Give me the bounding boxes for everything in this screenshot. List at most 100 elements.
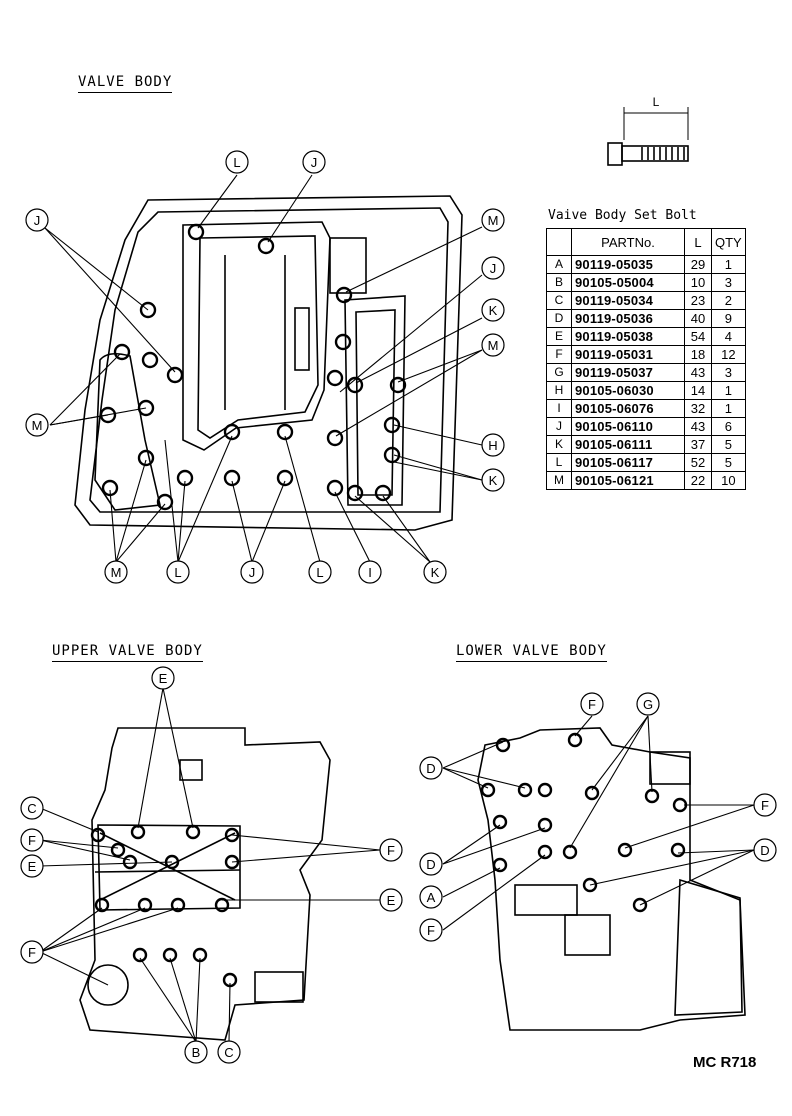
callout-E: E (20, 854, 44, 878)
svg-text:J: J (490, 261, 497, 276)
row-qty: 6 (711, 417, 746, 436)
row-letter: D (546, 309, 572, 328)
row-l: 43 (684, 417, 712, 436)
lower-valve-body-title: LOWER VALVE BODY (456, 643, 607, 662)
callout-D: D (419, 756, 443, 780)
svg-text:D: D (760, 843, 769, 858)
callout-K: K (481, 468, 505, 492)
row-part: 90105-06030 (571, 381, 685, 400)
row-l: 40 (684, 309, 712, 328)
row-qty: 1 (711, 255, 746, 274)
svg-text:L: L (316, 565, 323, 580)
table-header-part: PARTNo. (571, 228, 685, 256)
row-qty: 5 (711, 435, 746, 454)
svg-text:D: D (426, 857, 435, 872)
row-letter: C (546, 291, 572, 310)
callout-G: G (636, 692, 660, 716)
table-header-letter (546, 228, 572, 256)
callout-F: F (20, 940, 44, 964)
callout-F: F (379, 838, 403, 862)
callout-F: F (419, 918, 443, 942)
svg-text:D: D (426, 761, 435, 776)
callout-H: H (481, 433, 505, 457)
row-qty: 1 (711, 399, 746, 418)
svg-text:K: K (489, 303, 498, 318)
row-letter: H (546, 381, 572, 400)
row-part: 90105-06121 (571, 471, 685, 490)
row-l: 29 (684, 255, 712, 274)
row-l: 18 (684, 345, 712, 364)
callout-J: J (302, 150, 326, 174)
callout-C: C (20, 796, 44, 820)
row-qty: 1 (711, 381, 746, 400)
svg-text:H: H (488, 438, 497, 453)
row-letter: I (546, 399, 572, 418)
row-letter: M (546, 471, 572, 490)
svg-text:G: G (643, 697, 653, 712)
callout-L: L (225, 150, 249, 174)
callout-M: M (104, 560, 128, 584)
row-letter: J (546, 417, 572, 436)
callout-K: K (423, 560, 447, 584)
bolt-length-label: L (653, 95, 660, 109)
row-letter: E (546, 327, 572, 346)
svg-text:K: K (489, 473, 498, 488)
svg-text:J: J (311, 155, 318, 170)
row-part: 90105-05004 (571, 273, 685, 292)
svg-text:I: I (368, 565, 372, 580)
row-part: 90119-05036 (571, 309, 685, 328)
svg-text:J: J (249, 565, 256, 580)
callout-F: F (753, 793, 777, 817)
callout-L: L (166, 560, 190, 584)
callout-labels: L J J M J K M M H K M L J L I K E C F E … (20, 150, 777, 1064)
row-qty: 3 (711, 363, 746, 382)
svg-text:F: F (588, 697, 596, 712)
svg-text:L: L (174, 565, 181, 580)
table-header-row: PARTNo. L QTY (546, 228, 746, 256)
callout-J: J (481, 256, 505, 280)
valve-body-title: VALVE BODY (78, 74, 173, 93)
valve-body-drawing (74, 195, 463, 531)
row-part: 90119-05031 (571, 345, 685, 364)
svg-text:E: E (387, 893, 396, 908)
svg-text:B: B (192, 1045, 201, 1060)
lower-valve-body-drawing (477, 727, 746, 1031)
callout-L: L (308, 560, 332, 584)
svg-text:K: K (431, 565, 440, 580)
callout-M: M (481, 333, 505, 357)
svg-text:C: C (27, 801, 36, 816)
row-letter: F (546, 345, 572, 364)
svg-text:A: A (427, 890, 436, 905)
upper-valve-body-title: UPPER VALVE BODY (52, 643, 203, 662)
bolt-icon (607, 107, 689, 166)
callout-J: J (240, 560, 264, 584)
upper-valve-body-drawing (79, 727, 331, 1041)
row-qty: 5 (711, 453, 746, 472)
row-letter: G (546, 363, 572, 382)
svg-text:M: M (488, 338, 499, 353)
row-l: 54 (684, 327, 712, 346)
row-l: 22 (684, 471, 712, 490)
row-part: 90105-06110 (571, 417, 685, 436)
callout-C: C (217, 1040, 241, 1064)
svg-text:L: L (233, 155, 240, 170)
svg-text:M: M (111, 565, 122, 580)
svg-text:F: F (427, 923, 435, 938)
row-l: 52 (684, 453, 712, 472)
svg-text:J: J (34, 213, 41, 228)
callout-D: D (419, 852, 443, 876)
row-l: 32 (684, 399, 712, 418)
row-letter: L (546, 453, 572, 472)
row-part: 90119-05035 (571, 255, 685, 274)
callout-K: K (481, 298, 505, 322)
table-title: Vaive Body Set Bolt (548, 208, 697, 223)
svg-text:F: F (761, 798, 769, 813)
